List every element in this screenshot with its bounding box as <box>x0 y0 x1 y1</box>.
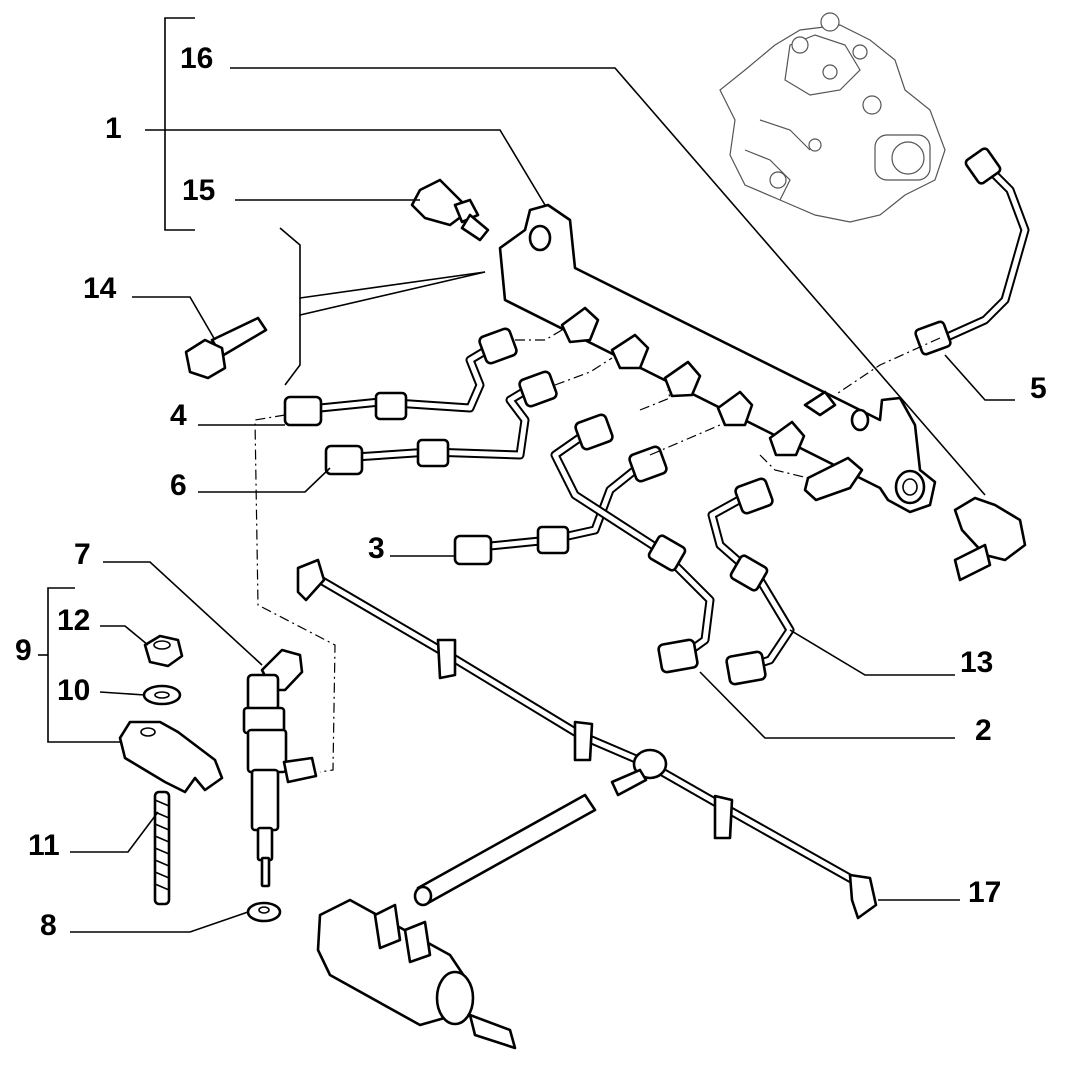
injector-7 <box>242 648 318 888</box>
washer-8 <box>246 901 282 923</box>
callout-16: 16 <box>180 42 213 75</box>
callout-11: 11 <box>28 829 60 862</box>
callout-4: 4 <box>170 399 187 432</box>
callout-10: 10 <box>57 674 90 707</box>
callout-13: 13 <box>960 646 993 679</box>
callout-3: 3 <box>368 532 385 565</box>
pipe-13 <box>707 477 795 686</box>
callout-9: 9 <box>15 634 32 667</box>
pipe-5 <box>914 147 1030 356</box>
callout-15: 15 <box>182 174 215 207</box>
fuel-rail-1 <box>498 203 937 514</box>
callout-5: 5 <box>1030 372 1047 405</box>
callout-1: 1 <box>105 112 122 145</box>
washer-10 <box>142 684 182 706</box>
callout-6: 6 <box>170 469 187 502</box>
pipe-4 <box>283 327 518 427</box>
nut-12 <box>143 634 184 668</box>
pipe-3 <box>453 445 668 566</box>
pressure-valve-16 <box>953 496 1027 582</box>
pipe-6 <box>324 370 558 476</box>
stud-11 <box>153 790 171 906</box>
alignment-lines <box>254 329 941 773</box>
bracket-group-1 <box>164 17 195 231</box>
pipe-2 <box>550 413 715 674</box>
high-pressure-pump <box>719 12 946 223</box>
callout-labels: 16 1 15 14 4 6 3 7 12 9 10 11 8 5 13 2 1… <box>15 42 1047 942</box>
leader-lines <box>70 67 1015 933</box>
callout-8: 8 <box>40 909 57 942</box>
clamp-9 <box>118 720 224 794</box>
callout-17: 17 <box>968 876 1001 909</box>
callout-7: 7 <box>74 538 91 571</box>
callout-2: 2 <box>975 714 992 747</box>
callout-12: 12 <box>57 604 90 637</box>
return-hose <box>413 793 597 907</box>
return-pipe-17 <box>296 558 878 920</box>
pressure-sensor-15 <box>410 178 490 242</box>
bracket-group-9 <box>38 587 120 743</box>
fuel-filter-housing <box>316 898 517 1050</box>
callout-14: 14 <box>83 272 117 305</box>
bolt-14 <box>184 316 268 380</box>
